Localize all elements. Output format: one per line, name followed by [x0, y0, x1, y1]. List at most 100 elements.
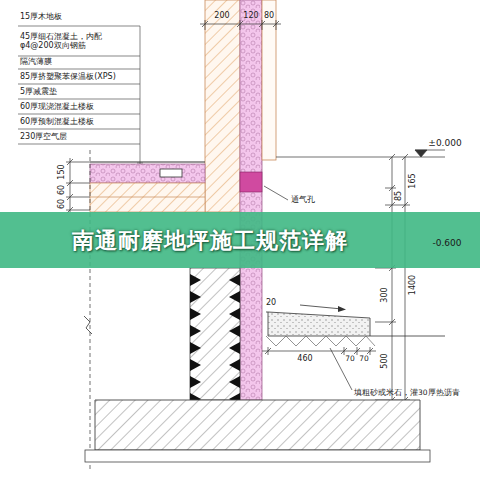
- wall-insulation: [240, 0, 262, 400]
- drawing-part: [190, 342, 201, 354]
- gravel-bed: [266, 336, 375, 346]
- elevation: -0.600: [432, 238, 461, 248]
- drawing-part: [415, 150, 445, 151]
- pipe-box: [160, 169, 182, 177]
- layer-note: 85厚挤塑聚苯保温板(XPS): [20, 72, 116, 81]
- layer-note: 45厚细石混凝土，内配 φ4@200双向钢筋: [20, 32, 132, 50]
- dimension: 80: [264, 11, 274, 20]
- dimension: 200: [214, 11, 229, 20]
- ground-line: [370, 336, 445, 337]
- drawing-part: [70, 158, 71, 212]
- brick-wall: [205, 0, 240, 212]
- slab-joint: [90, 197, 205, 198]
- dimension: 300: [380, 287, 389, 302]
- cushion-layer: [85, 450, 430, 462]
- dimension: 150: [57, 164, 66, 179]
- dimension: 60: [57, 185, 66, 195]
- layer-table: [18, 26, 143, 182]
- fill-note: 填粗砂或米石，灌30厚热沥青: [354, 389, 460, 398]
- apron-edge: [266, 312, 268, 313]
- apron-slab: [268, 312, 370, 336]
- drawing-part: [262, 351, 376, 352]
- drawing-part: [402, 154, 408, 160]
- drawing-part: [341, 348, 347, 354]
- drawing-part: [229, 274, 240, 286]
- drawing-part: [229, 291, 240, 303]
- drawing-part: [67, 180, 73, 186]
- drawing-part: [276, 20, 277, 30]
- drawing-part: [389, 319, 395, 325]
- drawing-part: [367, 348, 373, 354]
- vent-leader: [264, 186, 288, 200]
- drawing-part: [190, 308, 201, 320]
- drawing-part: [273, 21, 279, 27]
- left-dimension: [66, 150, 90, 470]
- wood-floor: [90, 161, 205, 162]
- drawing-part: [402, 202, 408, 208]
- drawing-part: [18, 114, 140, 115]
- drawing-part: [18, 26, 140, 27]
- title-banner: [0, 212, 480, 268]
- drawing-part: [18, 129, 140, 130]
- drawing-part: [18, 56, 140, 57]
- drawing-part: [67, 194, 73, 200]
- layer-note: 5厚减震垫: [20, 87, 57, 96]
- drawing-part: [389, 154, 395, 160]
- dimension: 20: [266, 298, 276, 307]
- drawing-part: [140, 26, 141, 182]
- drawing-part: [90, 150, 91, 470]
- drawing-part: [229, 342, 240, 354]
- dimension: 70: [345, 355, 355, 364]
- drawing-part: [229, 325, 240, 337]
- vent-note: 通气孔: [291, 195, 315, 204]
- dimension: 460: [297, 354, 312, 363]
- drawing-part: [137, 163, 143, 164]
- drawing-part: [229, 376, 240, 388]
- dimension: 120: [243, 11, 258, 20]
- top-dimension: [200, 20, 281, 30]
- drawing-part: [67, 159, 73, 165]
- layer-note: 隔汽薄膜: [20, 57, 52, 66]
- elevation: ±0.000: [428, 138, 461, 148]
- drawing-part: [240, 20, 241, 30]
- dimension: 500: [380, 353, 389, 368]
- drawing-part: [18, 144, 140, 145]
- drawing-part: [202, 21, 208, 27]
- footing: [95, 400, 420, 450]
- drawing-part: [392, 157, 393, 400]
- drawing-part: [405, 157, 406, 400]
- drawing-part: [190, 359, 201, 371]
- drawing-part: [262, 20, 263, 30]
- dimension: 85: [394, 191, 403, 201]
- drawing-part: [237, 21, 243, 27]
- drawing-part: [205, 20, 206, 30]
- dimension: 1400: [408, 275, 417, 295]
- drawing-part: [354, 348, 360, 354]
- drawing-part: [190, 291, 201, 303]
- drawing-part: [385, 205, 410, 206]
- layer-note: 60厚现浇混凝土楼板: [20, 102, 94, 111]
- drawing-part: [18, 69, 140, 70]
- drawing-part: [190, 274, 201, 286]
- apron-dimension: [262, 347, 376, 355]
- drawing-part: [415, 150, 427, 157]
- drawing-part: [389, 185, 395, 191]
- layer-note: 60厚预制混凝土楼板: [20, 117, 94, 126]
- banner-title: 南通耐磨地坪施工规范详解: [72, 226, 348, 256]
- drawing-part: [389, 202, 395, 208]
- drawing-part: [229, 359, 240, 371]
- sill-block: [240, 172, 262, 192]
- layer-note: 15厚木地板: [20, 12, 62, 21]
- dimension: 70: [359, 355, 369, 364]
- foundation-wall: [190, 268, 240, 400]
- drawing-part: [276, 157, 445, 158]
- drawing-part: [18, 84, 140, 85]
- floor-slab: [90, 183, 205, 212]
- break-mark: [84, 316, 92, 334]
- drawing-part: [265, 348, 271, 354]
- drawing-part: [18, 99, 140, 100]
- slope-arrowhead: [338, 306, 346, 312]
- right-dimension: [276, 150, 445, 403]
- dimension: 165: [408, 173, 417, 188]
